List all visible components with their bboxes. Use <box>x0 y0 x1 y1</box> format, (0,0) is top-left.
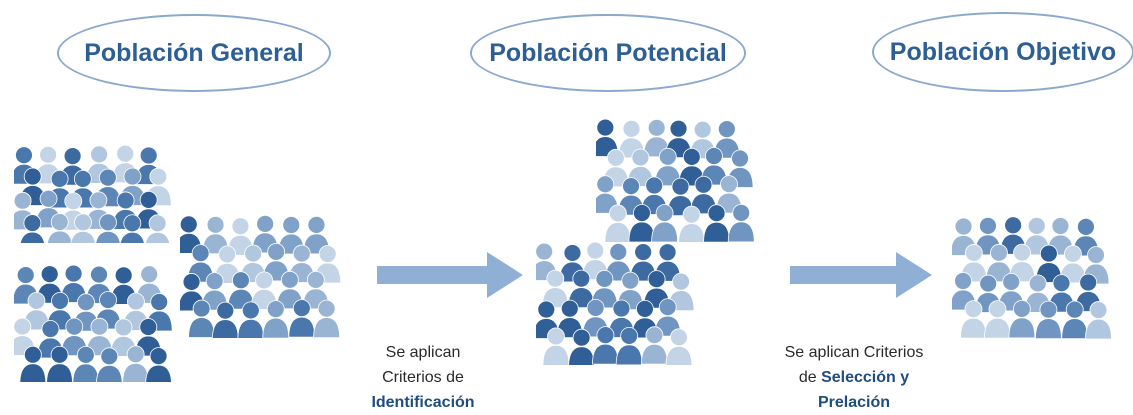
person-icon <box>1085 301 1112 339</box>
stage-title-potencial-label: Población Potencial <box>489 38 727 67</box>
caption-line: Se aplican <box>385 344 461 361</box>
person-icon <box>19 345 47 382</box>
stage-title-potencial: Población Potencial <box>470 14 746 92</box>
person-icon <box>727 204 755 242</box>
person-icon <box>96 347 123 382</box>
caption-line: Criterios de <box>382 369 464 386</box>
people-group-icon <box>596 117 758 242</box>
person-icon <box>559 244 586 283</box>
people-group-icon <box>14 262 180 382</box>
caption-bold: Selección y <box>821 369 910 386</box>
person-icon <box>119 214 145 243</box>
person-icon <box>72 345 100 382</box>
person-icon <box>651 204 678 242</box>
person-icon <box>542 327 570 365</box>
person-icon <box>665 328 693 365</box>
stage-title-general: Población General <box>57 14 331 92</box>
person-icon <box>145 347 172 382</box>
person-icon <box>211 301 239 338</box>
caption-prefix: de <box>798 369 822 386</box>
stage-title-general-label: Población General <box>84 38 304 67</box>
stage-title-objetivo-label: Población Objetivo <box>889 37 1117 66</box>
person-icon <box>313 299 341 338</box>
caption-identificacion: Se aplican Criterios de Identificación <box>358 340 488 415</box>
caption-bold: Identificación <box>371 394 475 411</box>
caption-seleccion: Se aplican Criterios de Selección y Prel… <box>754 340 954 415</box>
person-icon <box>14 317 36 356</box>
person-icon <box>592 326 619 365</box>
person-icon <box>70 213 96 243</box>
person-icon <box>46 345 73 382</box>
person-icon <box>984 300 1011 339</box>
person-icon <box>47 213 73 243</box>
person-icon <box>703 204 730 242</box>
person-icon <box>1024 274 1052 313</box>
person-icon <box>604 243 632 282</box>
people-group-icon <box>952 214 1117 339</box>
person-icon <box>19 214 45 243</box>
person-icon <box>95 213 121 243</box>
caption-line: Se aplican Criterios <box>784 344 924 361</box>
people-group-icon <box>536 240 698 365</box>
person-icon <box>1035 300 1062 339</box>
person-icon <box>145 214 171 243</box>
person-icon <box>1008 299 1036 339</box>
people-group-icon <box>14 143 180 243</box>
right-arrow-icon <box>377 252 523 303</box>
caption-bold: Prelación <box>817 394 891 411</box>
person-icon <box>568 328 595 365</box>
stage-title-objetivo: Población Objetivo <box>872 12 1133 92</box>
right-arrow-icon <box>790 252 932 303</box>
person-icon <box>262 300 290 338</box>
people-group-icon <box>180 213 346 338</box>
